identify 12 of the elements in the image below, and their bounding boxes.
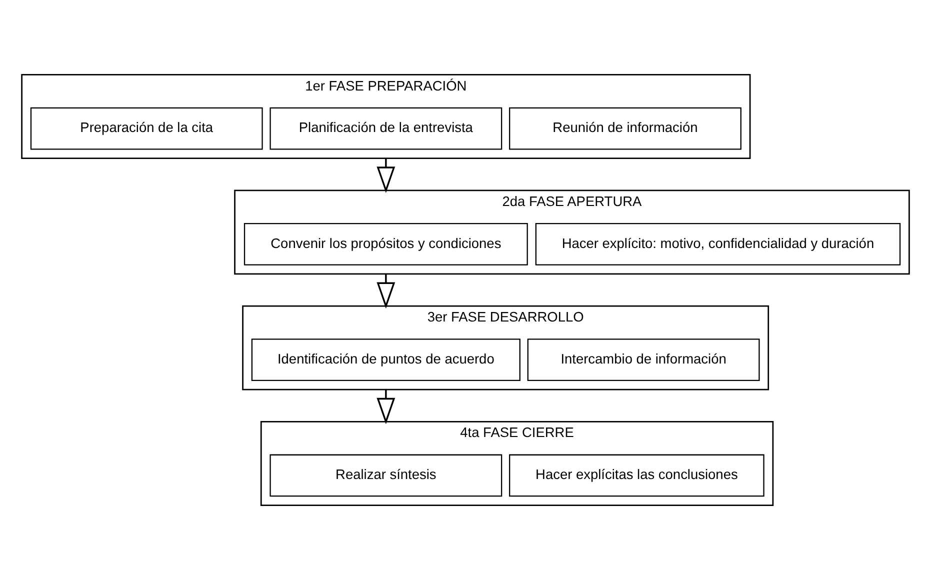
node-box: Hacer explícito: motivo, confidencialidad y duración (535, 223, 901, 266)
node-box: Hacer explícitas las conclusiones (509, 454, 764, 497)
node-box: Identificación de puntos de acuerdo (251, 338, 520, 382)
node-box: Reunión de información (509, 107, 742, 150)
node-box: Realizar síntesis (270, 454, 502, 497)
arrow (376, 390, 396, 424)
arrow (376, 274, 396, 309)
node-box: Convenir los propósitos y condiciones (244, 223, 528, 266)
node-box: Planificación de la entrevista (270, 107, 502, 150)
node-box: Preparación de la cita (30, 107, 263, 150)
node-box: Intercambio de información (527, 338, 760, 382)
arrow (376, 158, 396, 193)
